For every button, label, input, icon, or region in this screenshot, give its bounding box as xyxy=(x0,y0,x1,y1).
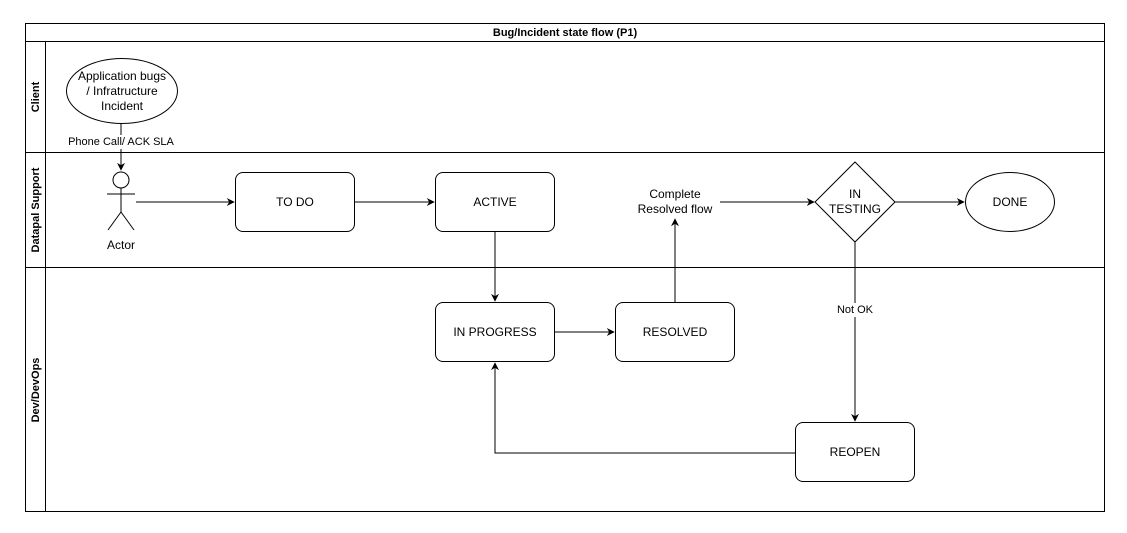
lane-client: Client xyxy=(26,42,1104,152)
lane-datapal-support: Datapal Support xyxy=(26,152,1104,267)
in-progress-state-label: IN PROGRESS xyxy=(453,325,537,339)
incident-line-2: / Infratructure xyxy=(86,83,158,98)
phone-call-label: Phone Call/ ACK SLA xyxy=(60,135,182,149)
in-progress-state-box: IN PROGRESS xyxy=(435,302,555,362)
testing-diamond-shape xyxy=(814,161,896,243)
reopen-state-box: REOPEN xyxy=(795,422,915,482)
active-state-box: ACTIVE xyxy=(435,172,555,232)
incident-line-1: Application bugs xyxy=(77,68,167,83)
done-state-label: DONE xyxy=(992,194,1028,209)
not-ok-label: Not OK xyxy=(830,303,880,317)
todo-state-box: TO DO xyxy=(235,172,355,232)
lane-header-client: Client xyxy=(26,42,46,152)
done-state-node: DONE xyxy=(965,172,1055,232)
pool-frame xyxy=(25,23,1105,512)
lane-header-datapal-support: Datapal Support xyxy=(26,153,46,267)
resolved-state-box: RESOLVED xyxy=(615,302,735,362)
incident-line-3: Incident xyxy=(100,98,144,113)
active-state-label: ACTIVE xyxy=(473,195,517,209)
testing-line-2: TESTING xyxy=(828,202,881,216)
actor-label: Actor xyxy=(96,238,146,252)
diagram-title: Bug/Incident state flow (P1) xyxy=(26,24,1104,42)
lane-header-dev-devops: Dev/DevOps xyxy=(26,268,46,511)
edge-reopen-to-in-progress xyxy=(491,362,795,454)
complete-line-1: Complete xyxy=(649,187,701,201)
incident-start-node: Application bugs / Infratructure Inciden… xyxy=(66,58,178,124)
testing-line-1: IN xyxy=(849,187,861,201)
reopen-state-label: REOPEN xyxy=(829,445,881,459)
complete-line-2: Resolved flow xyxy=(637,202,713,216)
testing-diamond-label: IN TESTING xyxy=(815,187,895,217)
lane-dev-devops: Dev/DevOps xyxy=(26,267,1104,511)
todo-state-label: TO DO xyxy=(276,195,314,209)
complete-resolved-flow-label: Complete Resolved flow xyxy=(630,187,720,217)
actor-figure-icon xyxy=(107,171,135,231)
resolved-state-label: RESOLVED xyxy=(642,325,708,339)
